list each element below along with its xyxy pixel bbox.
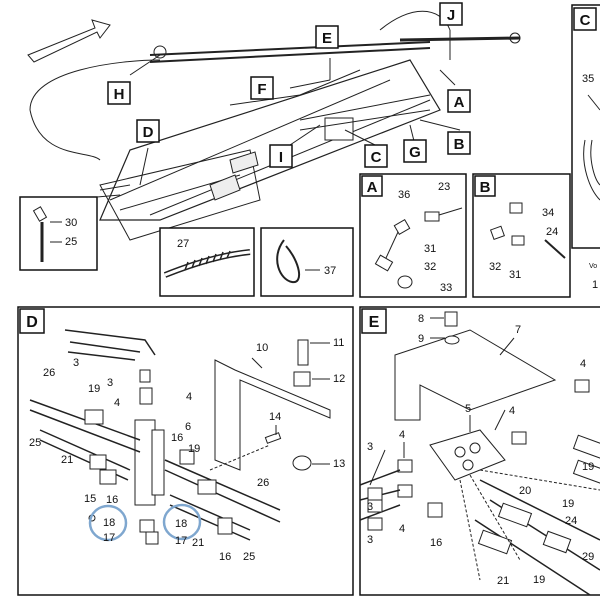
svg-text:J: J xyxy=(447,7,455,24)
svg-text:31: 31 xyxy=(509,269,521,281)
svg-text:19: 19 xyxy=(562,498,574,510)
svg-text:4: 4 xyxy=(186,391,192,403)
panel-D: D xyxy=(17,306,354,596)
svg-text:18: 18 xyxy=(103,517,115,529)
svg-text:19: 19 xyxy=(88,383,100,395)
svg-text:B: B xyxy=(454,136,465,153)
svg-text:C: C xyxy=(580,12,591,29)
svg-text:4: 4 xyxy=(399,523,405,535)
main-assembly-illustration xyxy=(27,10,521,241)
main-callout-C: C xyxy=(364,144,388,168)
svg-text:9: 9 xyxy=(418,333,424,345)
svg-text:8: 8 xyxy=(418,313,424,325)
svg-text:13: 13 xyxy=(333,458,345,470)
svg-text:27: 27 xyxy=(177,238,189,250)
svg-text:26: 26 xyxy=(43,367,55,379)
svg-text:21: 21 xyxy=(497,575,509,587)
main-callout-J: J xyxy=(439,2,463,26)
main-callout-H: H xyxy=(107,81,131,105)
main-callout-I: I xyxy=(269,144,293,168)
svg-text:11: 11 xyxy=(333,337,344,349)
svg-text:31: 31 xyxy=(424,243,436,255)
svg-text:25: 25 xyxy=(65,236,77,248)
svg-text:1: 1 xyxy=(592,279,598,291)
panel-B: B 34 24 32 31 xyxy=(472,173,571,298)
svg-text:12: 12 xyxy=(333,373,345,385)
main-callout-B: B xyxy=(447,131,471,155)
svg-text:15: 15 xyxy=(84,493,96,505)
svg-text:30: 30 xyxy=(65,217,77,229)
svg-text:A: A xyxy=(454,94,465,111)
svg-text:23: 23 xyxy=(438,181,450,193)
svg-text:B: B xyxy=(480,179,491,196)
svg-text:14: 14 xyxy=(269,411,281,423)
detail-27-spring: 27 xyxy=(159,227,255,297)
svg-text:G: G xyxy=(409,144,421,161)
highlight-circle-right xyxy=(162,503,202,541)
svg-text:21: 21 xyxy=(61,454,73,466)
svg-text:F: F xyxy=(257,81,266,98)
svg-text:E: E xyxy=(369,314,380,331)
svg-text:25: 25 xyxy=(243,551,255,563)
svg-text:D: D xyxy=(143,124,154,141)
svg-text:29: 29 xyxy=(582,551,594,563)
svg-text:10: 10 xyxy=(256,342,268,354)
main-callout-A: A xyxy=(447,89,471,113)
svg-text:32: 32 xyxy=(489,261,501,273)
highlight-circle-left xyxy=(88,504,128,542)
svg-text:3: 3 xyxy=(367,501,373,513)
svg-text:33: 33 xyxy=(440,282,452,294)
svg-text:24: 24 xyxy=(546,226,558,238)
direction-arrow-icon xyxy=(27,19,111,63)
svg-text:34: 34 xyxy=(542,207,554,219)
svg-text:21: 21 xyxy=(192,537,204,549)
svg-text:3: 3 xyxy=(73,357,79,369)
detail-37-cable-tie: 37 xyxy=(260,227,354,297)
svg-text:5: 5 xyxy=(465,403,471,415)
svg-text:4: 4 xyxy=(509,405,515,417)
svg-text:17: 17 xyxy=(103,532,115,544)
svg-text:3: 3 xyxy=(367,441,373,453)
main-callout-D: D xyxy=(136,119,160,143)
svg-text:18: 18 xyxy=(175,518,187,530)
svg-text:19: 19 xyxy=(188,443,200,455)
svg-text:D: D xyxy=(26,314,38,331)
panel-E: E xyxy=(359,306,600,596)
main-callout-E: E xyxy=(315,25,339,49)
svg-text:A: A xyxy=(367,179,378,196)
svg-text:20: 20 xyxy=(519,485,531,497)
svg-text:26: 26 xyxy=(257,477,269,489)
svg-text:I: I xyxy=(279,149,283,166)
svg-text:3: 3 xyxy=(107,377,113,389)
svg-text:4: 4 xyxy=(114,397,120,409)
svg-text:16: 16 xyxy=(219,551,231,563)
inset-hose-end: 30 25 xyxy=(19,194,121,271)
svg-text:35: 35 xyxy=(582,73,594,85)
svg-text:7: 7 xyxy=(515,324,521,336)
svg-text:6: 6 xyxy=(185,421,191,433)
svg-text:25: 25 xyxy=(29,437,41,449)
svg-text:E: E xyxy=(322,30,332,47)
panel-C: C 35 Vo 1 xyxy=(571,4,600,291)
svg-text:37: 37 xyxy=(324,265,336,277)
svg-text:4: 4 xyxy=(580,358,586,370)
svg-text:H: H xyxy=(114,86,125,103)
svg-text:17: 17 xyxy=(175,535,187,547)
svg-text:3: 3 xyxy=(367,534,373,546)
panel-A: A 36 23 31 32 33 xyxy=(359,173,467,298)
svg-text:16: 16 xyxy=(106,494,118,506)
svg-text:16: 16 xyxy=(171,432,183,444)
svg-text:19: 19 xyxy=(533,574,545,586)
svg-text:32: 32 xyxy=(424,261,436,273)
svg-text:36: 36 xyxy=(398,189,410,201)
main-callout-F: F xyxy=(250,76,274,100)
svg-text:19: 19 xyxy=(582,461,594,473)
svg-text:Vo: Vo xyxy=(589,263,597,270)
svg-text:4: 4 xyxy=(399,429,405,441)
svg-text:C: C xyxy=(371,149,382,166)
svg-text:16: 16 xyxy=(430,537,442,549)
svg-text:24: 24 xyxy=(565,515,577,527)
main-callout-G: G xyxy=(403,139,427,163)
